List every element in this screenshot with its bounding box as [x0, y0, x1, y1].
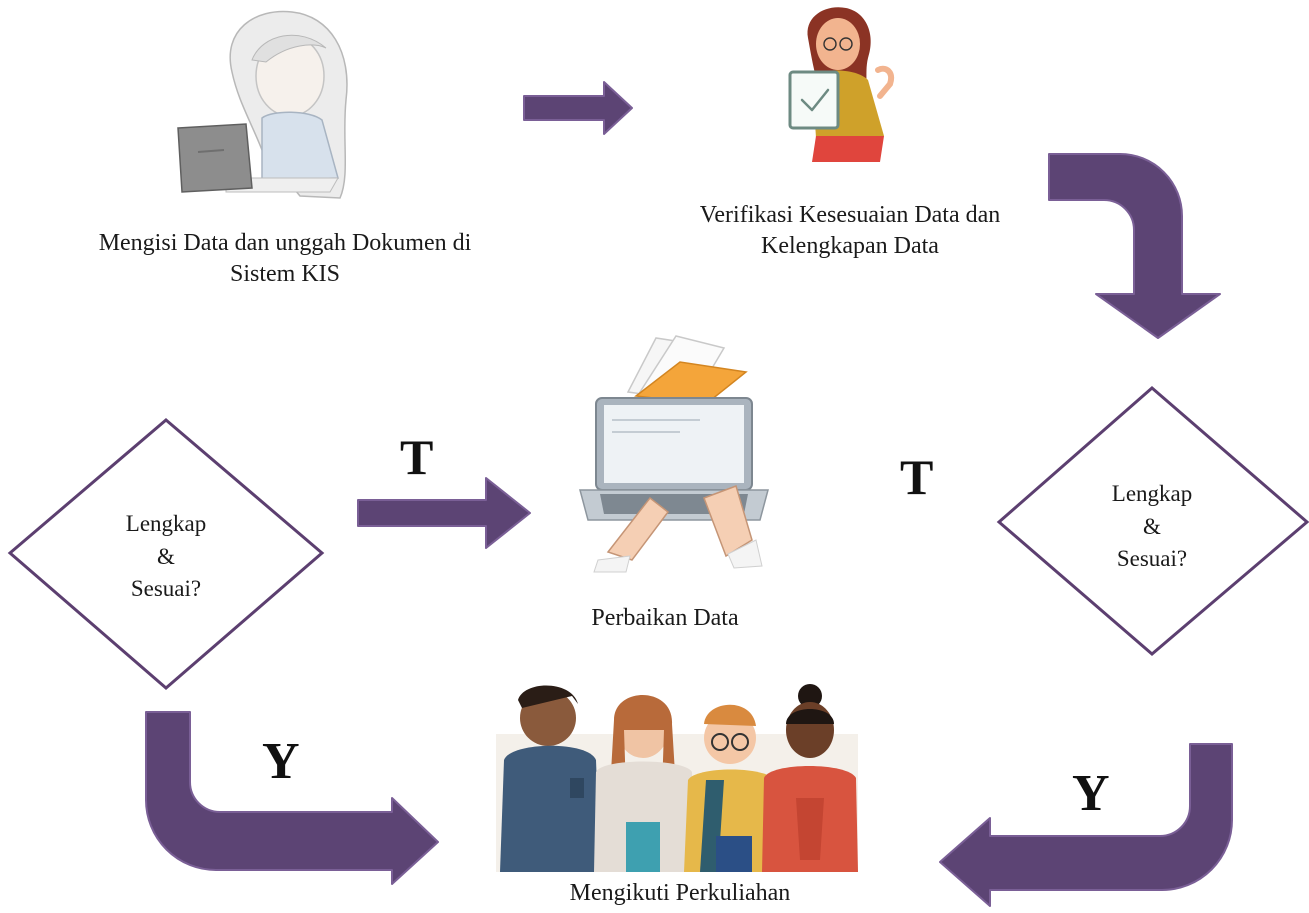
- decision-left-line-1: Lengkap: [125, 511, 207, 536]
- arrow-fill-to-verify: [523, 81, 633, 135]
- step-attend-label: Mengikuti Perkuliahan: [569, 880, 791, 906]
- step-verify-line-2: Kelengkapan Data: [761, 233, 939, 260]
- branch-label-yes-right: Y: [1072, 765, 1110, 822]
- decision-right-line-2: &: [1143, 513, 1161, 539]
- laptop-typing-with-folders-illustration: [579, 335, 769, 573]
- step-fill-data-label: Mengisi Data dan unggah Dokumen di Siste…: [40, 228, 530, 290]
- branch-label-yes-left: Y: [262, 733, 300, 790]
- arrow-verify-to-decision: [1048, 153, 1221, 339]
- arrow-left-decision-to-fix: [357, 477, 531, 549]
- step-fix-label: Perbaikan Data: [591, 605, 739, 631]
- decision-left-label: Lengkap & Sesuai?: [76, 508, 256, 606]
- group-of-students-illustration: [496, 684, 858, 872]
- decision-right-line-3: Sesuai?: [1116, 546, 1188, 572]
- arrow-right-decision-to-attend: [939, 743, 1233, 907]
- step-verify-label: Verifikasi Kesesuaian Data dan Kelengkap…: [650, 200, 1050, 262]
- woman-with-checklist-illustration: [788, 7, 894, 162]
- decision-right-line-1: Lengkap: [1111, 481, 1193, 506]
- step-fill-data-line-1: Mengisi Data dan unggah Dokumen di: [98, 230, 472, 256]
- decision-left-line-2: &: [157, 543, 175, 569]
- step-fill-data-line-2: Sistem KIS: [229, 261, 340, 288]
- arrow-left-decision-to-attend: [145, 711, 439, 885]
- decision-left-line-3: Sesuai?: [130, 576, 202, 602]
- branch-label-no-left: T: [400, 429, 434, 485]
- decision-diamond-right: [996, 386, 1309, 656]
- girl-with-laptop-illustration: [177, 10, 348, 199]
- decision-right-label: Lengkap & Sesuai?: [1062, 478, 1242, 576]
- decision-diamond-left: [7, 418, 325, 690]
- branch-label-no-right: T: [900, 449, 934, 505]
- step-verify-line-1: Verifikasi Kesesuaian Data dan: [699, 202, 1001, 228]
